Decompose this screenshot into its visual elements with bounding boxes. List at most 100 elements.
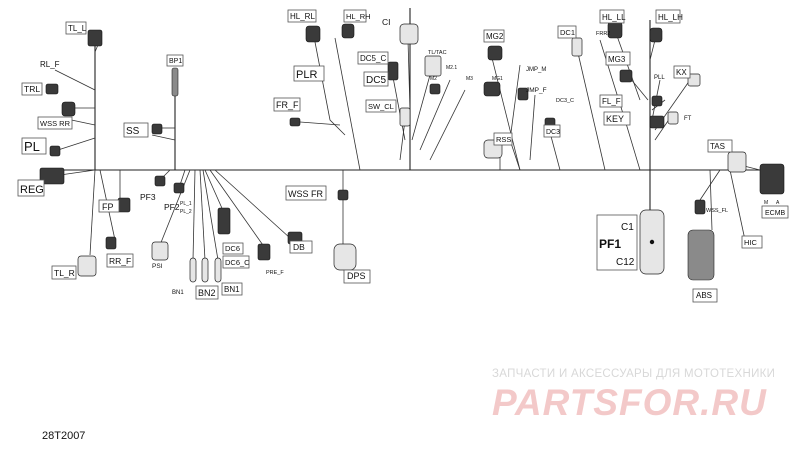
connector-tl-l bbox=[87, 29, 103, 47]
label-dps: DPS bbox=[347, 271, 366, 281]
label-wss-rr: WSS RR bbox=[40, 119, 71, 128]
label-bn2: BN2 bbox=[198, 288, 216, 298]
label-tas: TAS bbox=[710, 142, 725, 151]
connector-bp1 bbox=[171, 67, 179, 97]
label-pf2: PF2 bbox=[164, 202, 180, 212]
connector-hl-rh bbox=[341, 23, 355, 39]
label-jmp-m: JMP_M bbox=[526, 67, 546, 73]
label-hl-rh: HL_RH bbox=[346, 12, 371, 21]
label-boxes bbox=[17, 9, 789, 303]
label-plr: PLR bbox=[296, 69, 317, 81]
connector-trl bbox=[45, 83, 59, 95]
connector-key bbox=[649, 115, 665, 129]
label-tl-tac: TL/TAC bbox=[428, 50, 447, 56]
label-pf3: PF3 bbox=[140, 192, 156, 202]
label-bn1: BN1 bbox=[224, 285, 240, 294]
connector-tas bbox=[727, 151, 747, 173]
label-wss-fl: WSS_FL bbox=[706, 208, 728, 214]
connector-pl bbox=[49, 145, 61, 157]
connector-bn1 bbox=[214, 257, 222, 283]
connector-fr-f bbox=[289, 117, 301, 127]
connector-dc1 bbox=[571, 37, 583, 57]
connector-fp bbox=[117, 197, 131, 213]
label-db: DB bbox=[293, 242, 305, 252]
connectors bbox=[39, 21, 785, 283]
label-dc1: DC1 bbox=[560, 28, 575, 37]
label-ecm-m: M bbox=[764, 200, 768, 206]
connector-wss-fl bbox=[694, 199, 706, 215]
label-ft: FT bbox=[684, 116, 692, 122]
label-dc5-c: DC5_C bbox=[360, 54, 386, 63]
label-pl-2: PL_2 bbox=[180, 209, 192, 215]
label-psi: PSI bbox=[152, 263, 163, 270]
label-key: KEY bbox=[606, 114, 624, 124]
connector-bn bbox=[189, 257, 197, 283]
label-ci: CI bbox=[382, 17, 391, 27]
label-bp1: BP1 bbox=[169, 58, 182, 65]
label-frr2: FRR2 bbox=[596, 31, 610, 37]
connector-wss-fr bbox=[337, 189, 349, 201]
connector-ss bbox=[151, 123, 163, 135]
connector-mg1 bbox=[483, 81, 501, 97]
connector-mg2 bbox=[487, 45, 503, 61]
component-labels: TL_L RL_F TRL WSS RR PL REG BP1 SS FP PF… bbox=[20, 12, 786, 300]
label-sw-cl: SW_CL bbox=[368, 102, 394, 111]
connector-dc6 bbox=[217, 207, 231, 235]
label-pll: PLL bbox=[654, 75, 665, 81]
watermark-tagline: ЗАПЧАСТИ И АКСЕССУАРЫ ДЛЯ МОТОТЕХНИКИ bbox=[492, 368, 776, 380]
label-abs: ABS bbox=[696, 291, 712, 300]
connector-m2 bbox=[429, 83, 441, 95]
label-mg3: MG3 bbox=[608, 55, 626, 64]
label-wss-fr: WSS FR bbox=[288, 189, 323, 199]
connector-abs bbox=[687, 229, 715, 281]
connector-kx bbox=[687, 73, 701, 87]
watermark-logo: PARTSFOR.RU bbox=[492, 382, 767, 423]
connector-ft bbox=[667, 111, 679, 125]
label-fl-f: FL_F bbox=[602, 97, 621, 106]
label-mg1: MG1 bbox=[492, 76, 503, 82]
label-tl-l: TL_L bbox=[68, 24, 87, 33]
label-m2: M2 bbox=[430, 76, 437, 82]
label-dc6-c: DC6_C bbox=[225, 258, 250, 267]
connector-pf2 bbox=[173, 182, 185, 194]
label-dc5: DC5 bbox=[366, 75, 386, 86]
label-dc6: DC6 bbox=[225, 244, 240, 253]
label-mg2: MG2 bbox=[486, 32, 504, 41]
diagram-reference-code: 28T2007 bbox=[42, 430, 86, 442]
label-m21: M2.1 bbox=[446, 65, 457, 71]
connector-dps bbox=[333, 243, 357, 271]
label-dc3-c: DC3_C bbox=[556, 98, 574, 104]
connector-psi bbox=[151, 241, 169, 261]
label-hl-ll: HL_LL bbox=[602, 13, 626, 22]
label-trl: TRL bbox=[24, 84, 40, 94]
label-c12: C12 bbox=[616, 257, 635, 268]
label-jmp-f: JMP_F bbox=[526, 87, 547, 94]
connector-fl-f bbox=[651, 95, 663, 107]
label-ss: SS bbox=[126, 126, 140, 137]
connector-dc5 bbox=[387, 61, 399, 81]
label-tl-r: TL_R bbox=[54, 268, 75, 278]
label-m3: M3 bbox=[466, 76, 473, 82]
connector-tl-tac bbox=[424, 55, 442, 77]
label-bn: BN1 bbox=[172, 290, 184, 296]
connector-sw-cl bbox=[399, 107, 411, 127]
connector-reg bbox=[39, 167, 65, 185]
connector-pre-f bbox=[257, 243, 271, 261]
connector-hl-lh bbox=[649, 27, 663, 43]
label-pl: PL bbox=[24, 139, 40, 154]
label-rr-f: RR_F bbox=[109, 256, 131, 266]
label-fr-f: FR_F bbox=[276, 100, 299, 110]
connector-rr-f bbox=[105, 236, 117, 250]
label-hl-lh: HL_LH bbox=[658, 13, 683, 22]
connector-pf3 bbox=[154, 175, 166, 187]
label-rss: RSS bbox=[496, 135, 511, 144]
label-rl-f: RL_F bbox=[40, 60, 60, 69]
connector-ecm bbox=[759, 163, 785, 195]
connector-jmp bbox=[517, 87, 529, 101]
connector-ci bbox=[399, 23, 419, 45]
connector-wss-rr bbox=[61, 101, 76, 117]
label-kx: KX bbox=[676, 68, 687, 77]
label-pf1: PF1 bbox=[599, 237, 621, 251]
label-ecmb: ECMB bbox=[765, 210, 786, 217]
